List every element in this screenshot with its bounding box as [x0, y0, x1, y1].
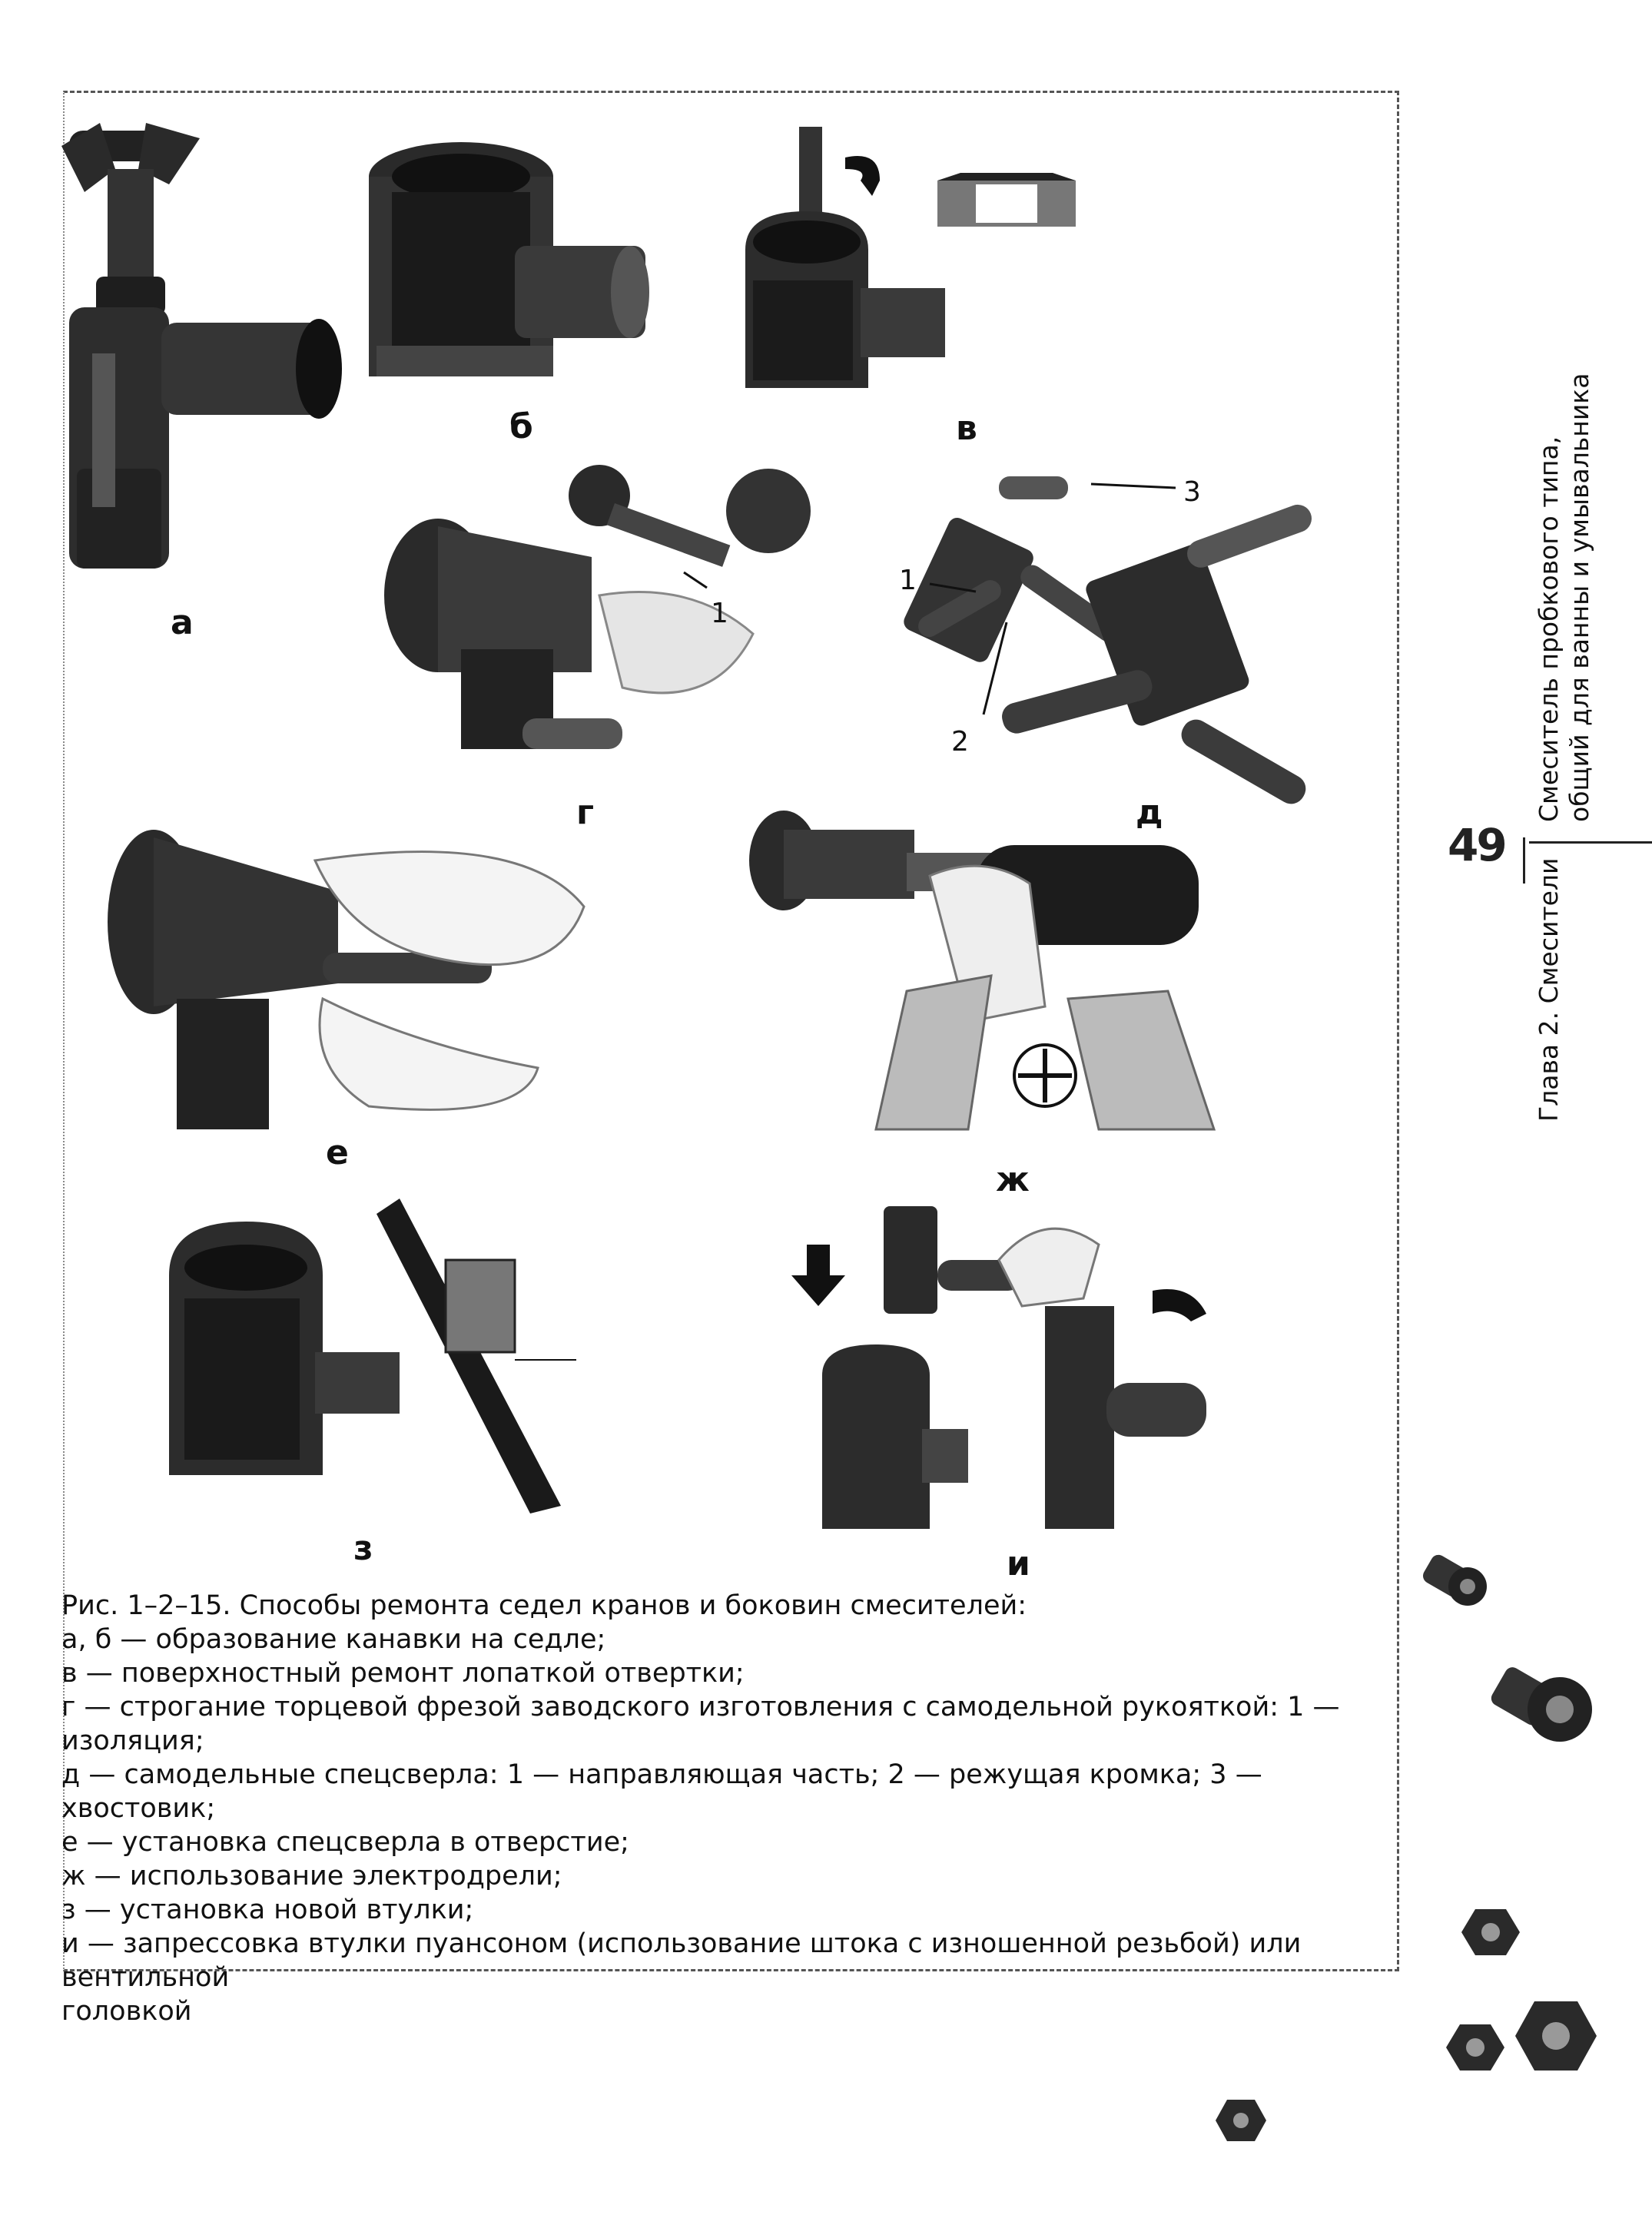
hex-nut-decoration	[1445, 2021, 1506, 2074]
figure-panel-d	[899, 453, 1329, 807]
caption-line: е — установка спецсверла в отверстие;	[61, 1827, 629, 1858]
panel-label-e: е	[326, 1133, 349, 1172]
screwdriver-repair-illustration	[745, 127, 1076, 388]
panel-label-b: б	[509, 407, 533, 446]
caption-line: г — строгание торцевой фрезой заводского…	[61, 1692, 1340, 1756]
figure-panel-e	[92, 814, 615, 1137]
figure-caption: Рис. 1–2–15. Способы ремонта седел крано…	[61, 1589, 1398, 2028]
caption-line: з — установка новой втулки;	[61, 1895, 474, 1925]
callout-g-1: 1	[711, 598, 728, 629]
hex-nut-decoration	[1460, 1905, 1521, 1959]
valve-tap-illustration	[61, 123, 342, 569]
header-separator-horizontal	[1529, 841, 1652, 844]
callout-d-2: 2	[951, 726, 969, 758]
figure-frame	[63, 91, 1399, 1971]
panel-label-z: з	[353, 1529, 373, 1568]
caption-line: д — самодельные спецсверла: 1 — направля…	[61, 1759, 1262, 1824]
page-number: 49	[1448, 819, 1508, 871]
bushing-install-illustration	[169, 1199, 576, 1514]
figure-panel-v	[738, 127, 1106, 403]
caption-line: ж — использование электродрели;	[61, 1861, 562, 1891]
caption-line: и — запрессовка втулки пуансоном (исполь…	[61, 1928, 1302, 1993]
section-title-line1: Смеситель пробкового типа,	[1534, 436, 1564, 822]
figure-panel-a	[54, 123, 346, 584]
electric-drill-illustration	[749, 811, 1216, 1131]
special-drill-illustration	[904, 476, 1312, 804]
callout-d-1: 1	[899, 565, 917, 596]
caption-title: Рис. 1–2–15. Способы ремонта седел крано…	[61, 1590, 1027, 1621]
panel-label-a: а	[171, 603, 194, 642]
figure-panel-g	[369, 457, 830, 780]
figure-panel-i	[791, 1199, 1222, 1537]
bolt-decoration	[1491, 1652, 1598, 1752]
panel-label-i: и	[1007, 1544, 1030, 1583]
panel-label-d: д	[1136, 793, 1163, 832]
hex-nut-decoration	[1514, 1998, 1598, 2074]
chapter-title: Глава 2. Смесители	[1534, 857, 1564, 1122]
caption-line: головкой	[61, 1996, 192, 2027]
figure-panel-b	[361, 138, 653, 392]
caption-line: в — поверхностный ремонт лопаткой отверт…	[61, 1658, 745, 1689]
sectioned-body-illustration	[369, 142, 649, 376]
section-title-line2: общий для ванны и умывальника	[1564, 373, 1594, 822]
drill-insertion-illustration	[108, 830, 585, 1129]
end-mill-cutter-illustration	[384, 465, 811, 749]
figure-panel-z	[161, 1199, 607, 1521]
panel-label-zh: ж	[996, 1160, 1030, 1199]
panel-label-v: в	[956, 409, 977, 448]
panel-label-g: г	[576, 793, 594, 832]
header-separator-vertical	[1523, 837, 1525, 884]
hex-nut-decoration	[1214, 2097, 1268, 2143]
callout-d-3: 3	[1183, 476, 1201, 508]
press-bushing-illustration	[791, 1206, 1206, 1529]
caption-line: а, б — образование канавки на седле;	[61, 1624, 606, 1655]
bolt-decoration	[1421, 1544, 1491, 1613]
figure-panel-zh	[738, 807, 1237, 1145]
